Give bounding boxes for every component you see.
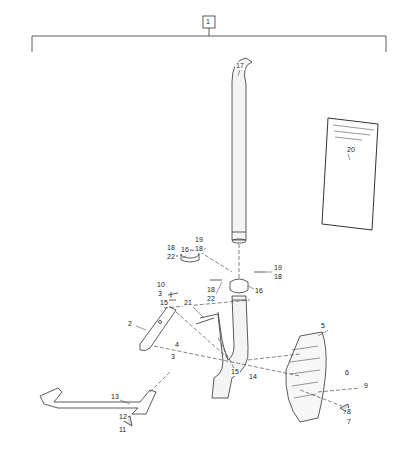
callout-number: 5 — [320, 322, 326, 330]
callout-number: 3 — [157, 290, 163, 298]
callout-number: 18 — [273, 273, 283, 281]
callout-number: 9 — [363, 382, 369, 390]
callout-number: 16 — [180, 246, 190, 254]
callout-number: 21 — [183, 299, 193, 307]
callout-number: 12 — [118, 413, 128, 421]
callout-number: 6 — [344, 369, 350, 377]
callout-number: 18 — [166, 244, 176, 252]
callout-number: 11 — [118, 426, 127, 434]
callout-number: 13 — [110, 393, 120, 401]
callout-number: 7 — [346, 418, 352, 426]
callout-number: 18 — [206, 286, 216, 294]
callout-number: 15 — [159, 299, 169, 307]
callout-number: 17 — [235, 62, 245, 70]
callout-number: 22 — [206, 295, 216, 303]
callout-number: 19 — [194, 236, 204, 244]
callout-number: 14 — [248, 373, 258, 381]
callout-number: 10 — [156, 281, 166, 289]
callout-number: 1 — [205, 18, 211, 26]
callout-number: 8 — [346, 408, 352, 416]
callout-number: 3 — [170, 353, 176, 361]
callout-number: 18 — [194, 245, 204, 253]
callout-number: 20 — [346, 146, 356, 154]
callout-number: 22 — [166, 253, 176, 261]
callout-number: 16 — [254, 287, 264, 295]
callout-number: 15 — [230, 368, 240, 376]
callout-number: 2 — [127, 320, 133, 328]
callout-number: 19 — [273, 264, 283, 272]
callout-number: 4 — [174, 341, 180, 349]
